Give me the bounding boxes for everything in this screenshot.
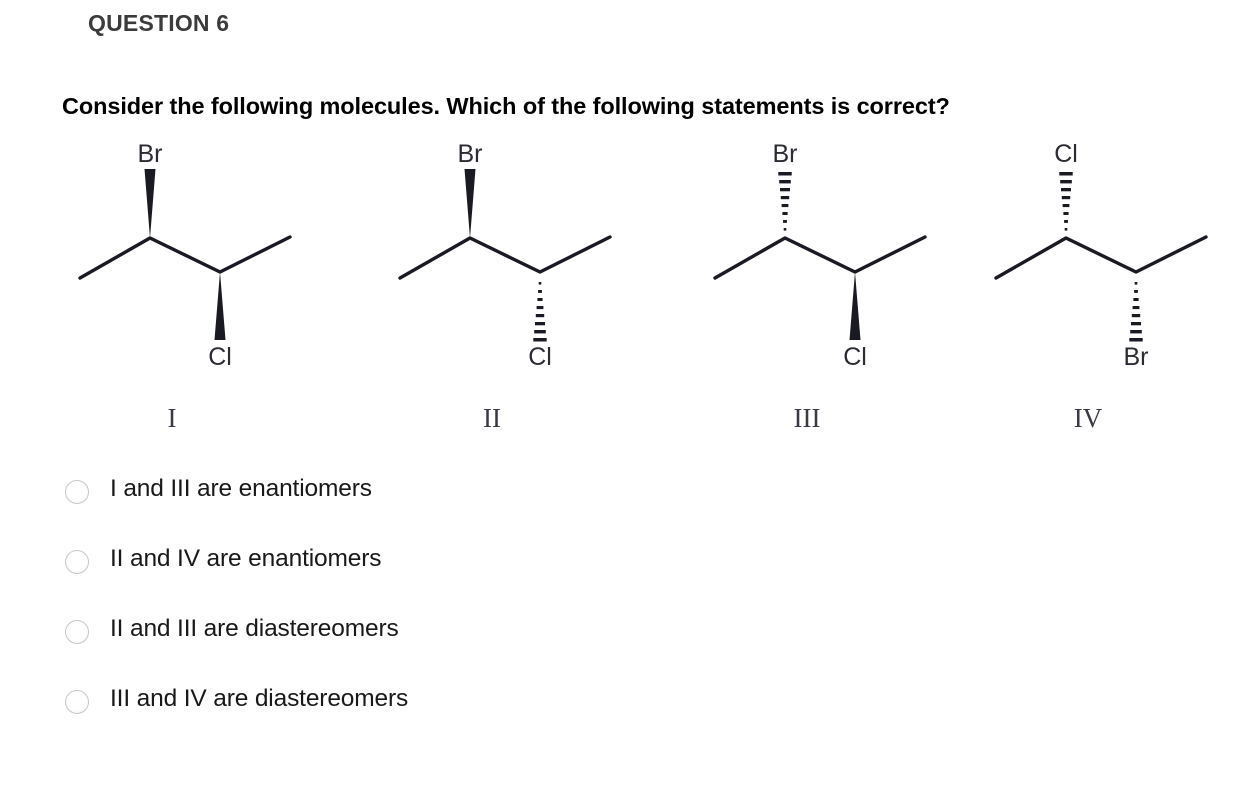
answer-options-group: I and III are enantiomers II and IV are … [0,468,1260,748]
svg-text:Cl: Cl [843,343,867,371]
svg-text:Cl: Cl [1054,140,1078,168]
svg-text:Cl: Cl [528,343,552,371]
answer-option-4[interactable]: III and IV are diastereomers [0,678,1260,748]
question-number-heading: QUESTION 6 [88,10,230,36]
molecule-figure-row: Br Cl I Br Cl II [0,140,1260,440]
molecule-figure-3: Br Cl III [657,140,957,440]
molecule-figure-1: Br Cl I [22,140,322,440]
molecule-structure-1: Br Cl [78,140,292,371]
answer-option-2-label: II and IV are enantiomers [110,545,382,572]
molecule-label-4: IV [1073,403,1103,433]
answer-option-3[interactable]: II and III are diastereomers [0,608,1260,678]
answer-option-3-label: II and III are diastereomers [110,615,399,642]
question-prompt-text: Consider the following molecules. Which … [62,93,950,119]
answer-option-1-label: I and III are enantiomers [110,475,372,502]
molecule-structure-3: Br Cl [713,140,927,371]
radio-button-option-1[interactable] [65,480,89,504]
radio-button-option-3[interactable] [65,620,89,644]
svg-text:Br: Br [1124,343,1149,371]
answer-option-1[interactable]: I and III are enantiomers [0,468,1260,538]
svg-text:Br: Br [138,140,163,168]
answer-option-2[interactable]: II and IV are enantiomers [0,538,1260,608]
svg-text:Cl: Cl [208,343,232,371]
molecule-structure-2: Br Cl [398,140,612,371]
radio-button-option-4[interactable] [65,690,89,714]
answer-option-4-label: III and IV are diastereomers [110,685,409,712]
svg-text:Br: Br [458,140,483,168]
molecule-label-1: I [167,403,177,433]
molecule-label-3: III [793,403,821,433]
molecule-figure-4: Cl Br IV [938,140,1238,440]
molecule-structure-4: Cl Br [994,140,1208,371]
svg-text:Br: Br [773,140,798,168]
radio-button-option-2[interactable] [65,550,89,574]
molecule-label-2: II [483,403,501,433]
molecule-figure-2: Br Cl II [342,140,642,440]
